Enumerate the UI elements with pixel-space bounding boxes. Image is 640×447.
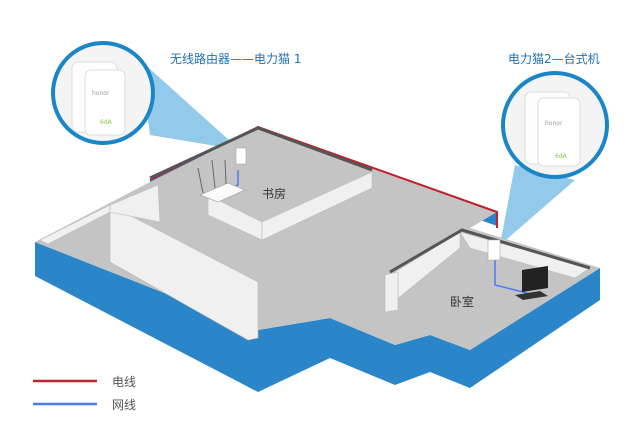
router-powercat1-label: 无线路由器——电力猫 1 bbox=[170, 52, 302, 66]
powercat1-callout: honor 6dA bbox=[51, 41, 155, 145]
bedroom-wall-top bbox=[389, 228, 591, 274]
powercat2-small-icon bbox=[487, 239, 501, 261]
router-icon bbox=[197, 159, 246, 203]
svg-text:honor: honor bbox=[545, 120, 563, 127]
legend-power-label: 电线 bbox=[112, 375, 137, 389]
svg-text:honor: honor bbox=[92, 90, 110, 97]
room-study-label: 书房 bbox=[262, 187, 287, 201]
callout-beam-left bbox=[140, 60, 240, 150]
legend-network-label: 网线 bbox=[112, 398, 137, 412]
svg-text:6dA: 6dA bbox=[100, 119, 113, 126]
powercat1-small-icon bbox=[235, 147, 247, 165]
powercat2-callout: honor 6dA bbox=[501, 71, 609, 179]
room-bedroom-label: 卧室 bbox=[450, 295, 475, 309]
desktop-computer-icon bbox=[515, 266, 548, 300]
callout-beam-right bbox=[500, 165, 575, 245]
svg-text:6dA: 6dA bbox=[555, 153, 568, 160]
powercat2-desktop-label: 电力猫2—台式机 bbox=[508, 52, 600, 66]
network-line-bedroom bbox=[494, 260, 536, 296]
study-wall-top bbox=[149, 126, 373, 180]
